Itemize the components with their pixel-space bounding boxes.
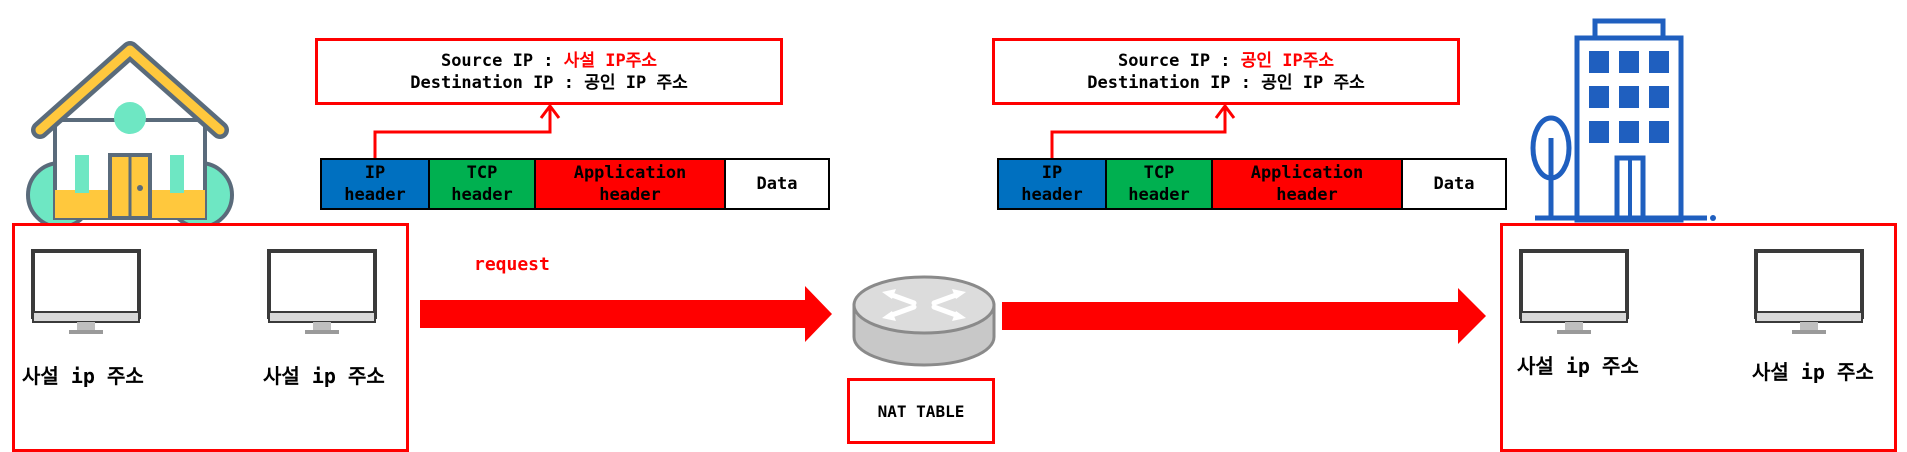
router-icon — [852, 275, 996, 367]
right-ip-header-box: Source IP : 공인 IP주소 Destination IP : 공인 … — [992, 38, 1460, 105]
right-packet: IP header TCP header Application header … — [997, 158, 1507, 210]
right-destination-value: 공인 IP 주소 — [1261, 72, 1365, 93]
left-destination-value: 공인 IP 주소 — [584, 72, 688, 93]
left-destination-line: Destination IP : 공인 IP 주소 — [410, 72, 688, 93]
packet-application-header: Application header — [1213, 160, 1403, 208]
computer-label: 사설 ip 주소 — [22, 364, 144, 388]
computer-label: 사설 ip 주소 — [1517, 354, 1639, 378]
left-ip-header-box: Source IP : 사설 IP주소 Destination IP : 공인 … — [315, 38, 783, 105]
computer-label: 사설 ip 주소 — [263, 364, 385, 388]
packet-data: Data — [1403, 160, 1505, 208]
house-icon — [26, 41, 234, 229]
desktop-computer-icon — [267, 249, 377, 334]
office-building-icon — [1530, 18, 1716, 223]
packet-application-header: Application header — [536, 160, 726, 208]
desktop-computer-icon — [1754, 249, 1864, 334]
right-destination-line: Destination IP : 공인 IP 주소 — [1087, 72, 1365, 93]
nat-table-box: NAT TABLE — [847, 378, 995, 444]
packet-tcp-header: TCP header — [1107, 160, 1213, 208]
left-packet: IP header TCP header Application header … — [320, 158, 830, 210]
right-source-value: 공인 IP주소 — [1240, 50, 1335, 71]
desktop-computer-icon — [31, 249, 141, 334]
packet-data: Data — [726, 160, 828, 208]
nat-table-label: NAT TABLE — [877, 401, 965, 421]
computer-label: 사설 ip 주소 — [1752, 360, 1874, 384]
left-source-value: 사설 IP주소 — [563, 50, 658, 71]
request-label: request — [474, 254, 550, 275]
left-source-line: Source IP : 사설 IP주소 — [440, 50, 658, 71]
packet-tcp-header: TCP header — [430, 160, 536, 208]
desktop-computer-icon — [1519, 249, 1629, 334]
packet-ip-header: IP header — [322, 160, 430, 208]
right-source-line: Source IP : 공인 IP주소 — [1117, 50, 1335, 71]
packet-ip-header: IP header — [999, 160, 1107, 208]
